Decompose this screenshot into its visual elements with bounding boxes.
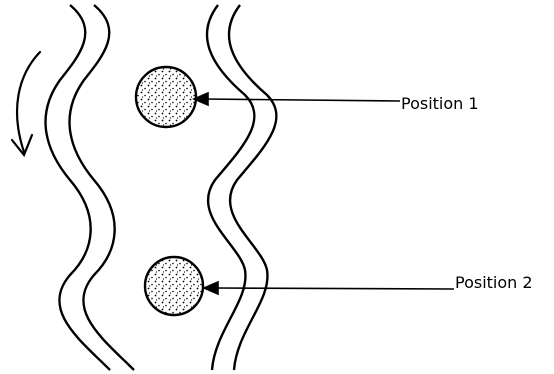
- particle-position-2: [145, 257, 203, 315]
- pointer-arrow-position-1: [194, 93, 400, 105]
- stippled-circle-icon: [145, 257, 203, 315]
- label-position-1: Position 1: [401, 96, 479, 112]
- curved-arrow-down-icon: [12, 52, 40, 155]
- left-vessel-wall: [46, 5, 134, 370]
- label-position-2: Position 2: [455, 275, 533, 291]
- stippled-circle-icon: [136, 67, 196, 127]
- left-wall-inner-line: [70, 5, 134, 370]
- right-vessel-wall: [207, 5, 276, 370]
- particle-position-1: [136, 67, 196, 127]
- right-wall-inner-line: [207, 5, 254, 370]
- right-wall-outer-line: [229, 5, 276, 370]
